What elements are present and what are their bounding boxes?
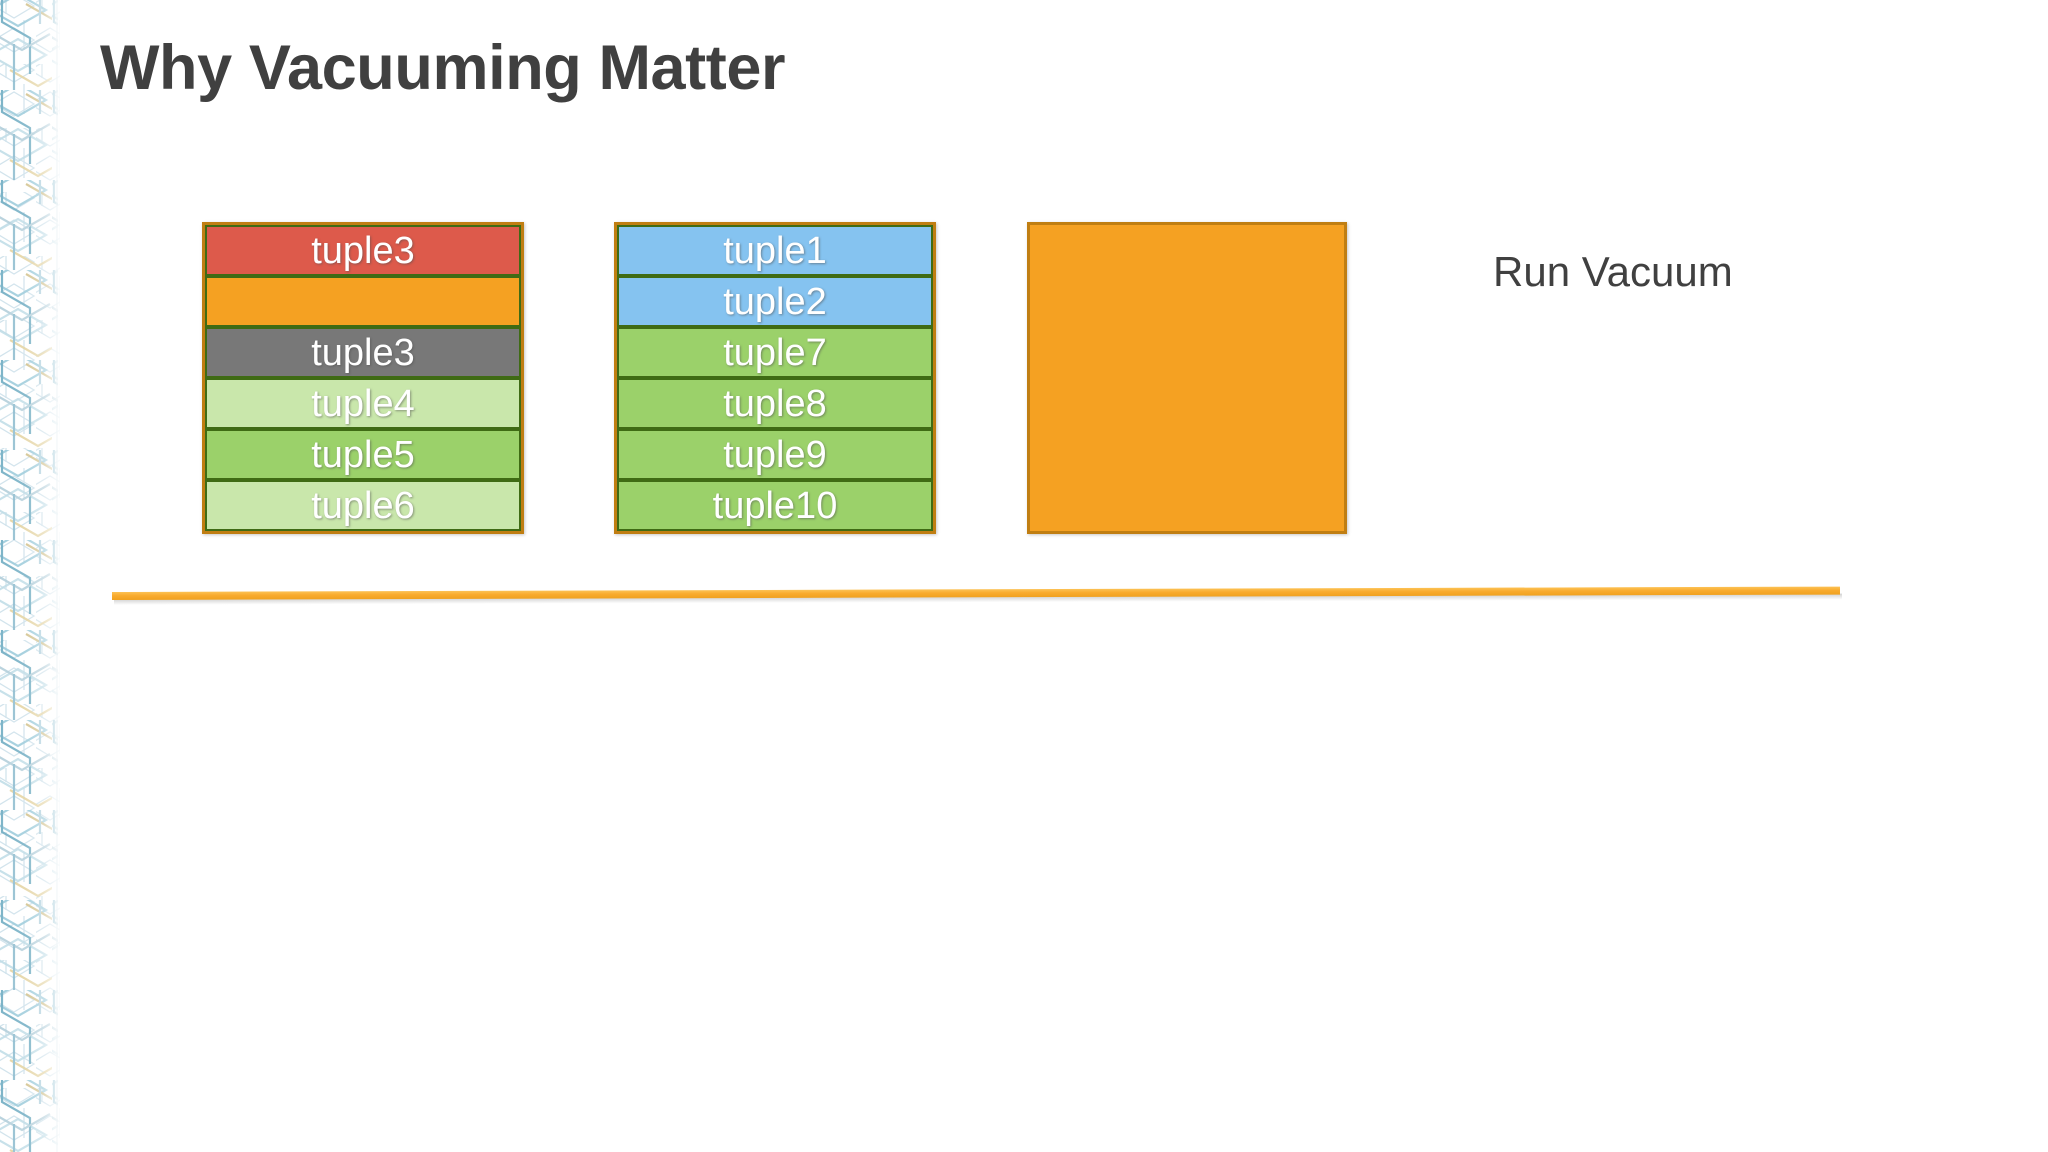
tuple-row-label: tuple10 <box>712 484 838 527</box>
tuple-row-label: tuple3 <box>311 229 415 272</box>
tuple-row-label: tuple3 <box>311 331 415 374</box>
tuple-row: tuple7 <box>617 327 933 378</box>
tuple-row: tuple2 <box>617 276 933 327</box>
tuple-row: tuple4 <box>205 378 521 429</box>
horizontal-divider <box>111 586 1843 606</box>
tuple-row-label: tuple1 <box>723 229 827 272</box>
reclaimed-space-block <box>1027 222 1347 534</box>
tuple-row: tuple9 <box>617 429 933 480</box>
tuple-row-label: tuple2 <box>723 280 827 323</box>
tuple-row-label: tuple5 <box>311 433 415 476</box>
page-after-vacuum-block: tuple1 tuple2 tuple7 tuple8 tuple9 tuple… <box>614 222 936 534</box>
page-before-vacuum-block: tuple3 tuple3 tuple4 tuple5 tuple6 <box>202 222 524 534</box>
page-title: Why Vacuuming Matter <box>100 33 786 103</box>
tuple-row: tuple3 <box>205 327 521 378</box>
tuple-row-label: tuple7 <box>723 331 827 374</box>
tuple-row: tuple5 <box>205 429 521 480</box>
decorative-side-strip <box>0 0 78 1152</box>
tuple-row: tuple6 <box>205 480 521 531</box>
strip-fade-overlay <box>0 0 78 1152</box>
tuple-row <box>205 276 521 327</box>
tuple-row: tuple8 <box>617 378 933 429</box>
tuple-row: tuple3 <box>205 225 521 276</box>
run-vacuum-caption: Run Vacuum <box>1493 248 1733 295</box>
tuple-row: tuple10 <box>617 480 933 531</box>
tuple-row: tuple1 <box>617 225 933 276</box>
tuple-row-label: tuple4 <box>311 382 415 425</box>
tuple-row-label: tuple8 <box>723 382 827 425</box>
tuple-row-label: tuple9 <box>723 433 827 476</box>
tuple-row-label: tuple6 <box>311 484 415 527</box>
